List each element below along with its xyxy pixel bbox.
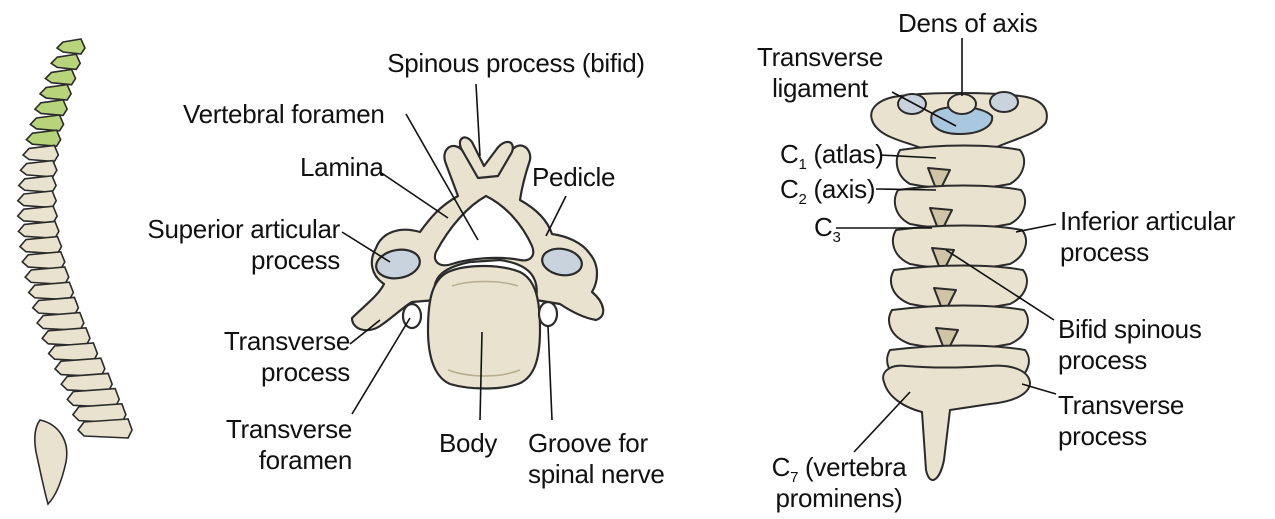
label-groove-for-spinal-nerve: Groove for spinal nerve bbox=[528, 428, 665, 490]
vertebra-segment bbox=[29, 282, 74, 300]
vertebra-segment bbox=[22, 252, 65, 269]
vertebra-segment bbox=[20, 237, 62, 254]
label-spinous-process: Spinous process (bifid) bbox=[372, 48, 660, 79]
sacrum bbox=[35, 420, 67, 504]
cervical-vertebra-segment bbox=[51, 54, 80, 69]
vertebra-segment bbox=[78, 419, 132, 438]
label-inferior-articular-process: Inferior articular process bbox=[1060, 206, 1235, 268]
label-c2-axis: C2 (axis) bbox=[780, 174, 875, 205]
label-lamina: Lamina bbox=[300, 152, 383, 183]
cervical-vertebra-segment bbox=[30, 115, 63, 131]
vertebra-segment bbox=[18, 191, 56, 208]
label-c3: C3 bbox=[814, 212, 841, 243]
label-dens-of-axis: Dens of axis bbox=[898, 8, 1037, 39]
vertebra-segment bbox=[19, 176, 56, 192]
label-body: Body bbox=[439, 428, 497, 459]
vertebra-segment bbox=[18, 206, 57, 223]
cervical-vertebra-segment bbox=[889, 306, 1028, 349]
vertebra-segment bbox=[21, 161, 57, 177]
vertebra-segment bbox=[25, 267, 69, 284]
label-superior-articular-process: Superior articular process bbox=[100, 214, 340, 276]
cervical-vertebra-segment bbox=[897, 146, 1024, 189]
label-bifid-spinous-process: Bifid spinous process bbox=[1058, 314, 1202, 376]
label-pedicle: Pedicle bbox=[532, 162, 615, 193]
cervical-vertebra-segment bbox=[891, 266, 1027, 309]
vertebral-body bbox=[428, 266, 540, 389]
cervical-vertebra-segment bbox=[26, 130, 60, 146]
label-c7-vertebra-prominens: C7 (vertebra prominens) bbox=[758, 452, 920, 514]
vertebra-segment bbox=[18, 221, 58, 238]
cervical-vertebra-segment bbox=[35, 100, 67, 116]
label-transverse-process: Transverse process bbox=[150, 326, 350, 388]
label-vertebral-foramen: Vertebral foramen bbox=[183, 99, 385, 130]
cervical-spine-posterior-view bbox=[871, 92, 1047, 480]
cervical-vertebra-segment bbox=[45, 69, 75, 84]
label-c1-atlas: C1 (atlas) bbox=[780, 139, 884, 170]
dens-of-axis bbox=[948, 94, 976, 114]
label-transverse-foramen: Transverse foramen bbox=[150, 414, 352, 476]
cervical-vertebra-segment bbox=[57, 39, 85, 54]
label-transverse-ligament: Transverse ligament bbox=[752, 42, 888, 104]
vertebra-segment bbox=[23, 145, 58, 161]
cervical-vertebra-segment bbox=[893, 226, 1026, 269]
label-transverse-process-right: Transverse process bbox=[1058, 390, 1184, 452]
cervical-vertebra-segment bbox=[40, 85, 71, 100]
cervical-vertebra-segment bbox=[895, 186, 1025, 229]
vertebra-segment bbox=[33, 297, 79, 315]
transverse-foramen-right bbox=[539, 302, 557, 326]
